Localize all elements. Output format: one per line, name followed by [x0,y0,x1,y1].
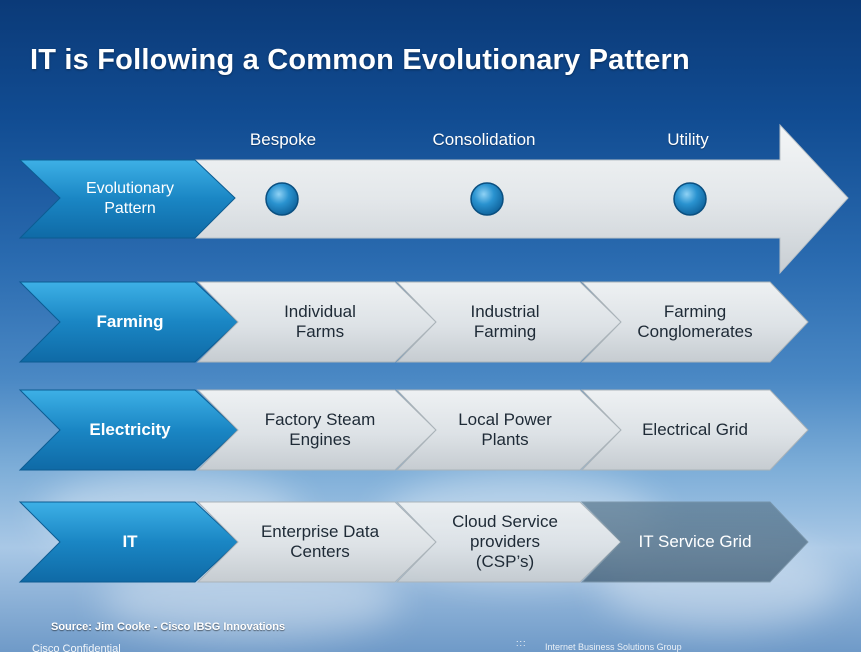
row-cell-chevron [395,281,622,363]
source-note: Source: Jim Cooke - Cisco IBSG Innovatio… [51,621,286,633]
row-cell: Local Power Plants [458,410,552,449]
row-cell-chevron [196,389,437,471]
cisco-logo-icon: ::: [516,638,527,648]
row-cell: IT Service Grid [638,532,752,551]
stage-label: Bespoke [249,130,317,149]
stage-dot-utility [673,182,707,216]
stage-label: Consolidation [432,130,536,149]
row-cell: Farming Conglomerates [637,302,753,341]
evolution-label: Evolutionary Pattern [85,180,175,217]
row-cell: Electrical Grid [642,420,748,439]
row-label: IT [122,532,138,551]
row-label-chevron [18,389,239,471]
row-cell: Enterprise Data Centers [260,522,380,561]
row-cell: Factory Steam Engines [264,410,376,449]
stage-dot-consolidation [470,182,504,216]
row-cell: Individual Farms [284,302,356,341]
row-cell-chevron [395,501,622,583]
slide-title: IT is Following a Common Evolutionary Pa… [30,44,690,76]
row-label-chevron [18,281,239,363]
row-cell: Industrial Farming [470,302,540,341]
row-cell-chevron [196,501,437,583]
row-label: Electricity [89,420,171,439]
row-cell-chevron [580,501,809,583]
footer-confidential: Cisco Confidential [32,643,121,652]
evolution-label-chevron [18,159,236,239]
row-cell-chevron [580,281,809,363]
row-label-chevron [18,501,239,583]
row-label: Farming [96,312,164,331]
row-cell-chevron [580,389,809,471]
stage-label: Utility [667,130,709,149]
footer-group: Internet Business Solutions Group [545,642,682,652]
stage-dot-bespoke [265,182,299,216]
row-cell-chevron [196,281,437,363]
row-cell-chevron [395,389,622,471]
row-cell: Cloud Service providers (CSP’s) [452,512,558,571]
